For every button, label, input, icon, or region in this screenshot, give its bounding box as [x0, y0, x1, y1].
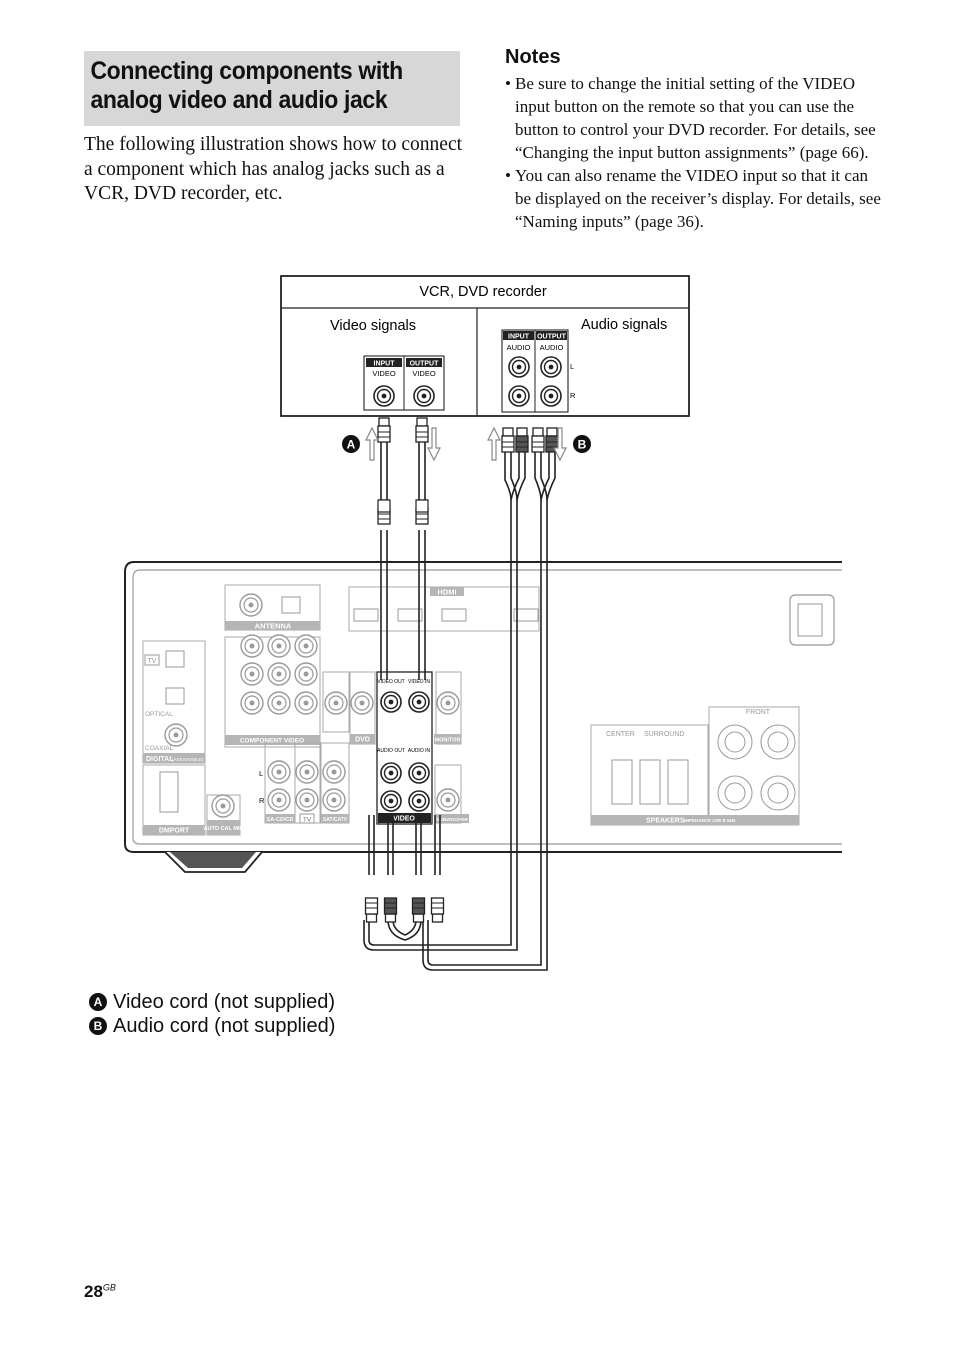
audio-out-r-jack	[540, 385, 562, 407]
legend-text-a: Video cord (not supplied)	[113, 991, 335, 1013]
notes-list: Be sure to change the initial setting of…	[505, 72, 885, 233]
video-section-label: VIDEO	[393, 816, 415, 823]
front-label: FRONT	[746, 709, 771, 716]
sa-cd-label: SA-CD/CD	[267, 817, 294, 823]
video-output-tag: OUTPUT	[410, 361, 440, 368]
audio-in-r-jack	[508, 385, 530, 407]
optical-label: OPTICAL	[145, 711, 173, 718]
legend-marker-b: B	[89, 1017, 107, 1035]
vcr-dvd-recorder-panel: VCR, DVD recorder Video signals Audio si…	[280, 275, 690, 417]
audio-out-label: AUDIO OUT	[377, 748, 405, 754]
audio-signals-label: Audio signals	[581, 317, 667, 333]
legend-text-b: Audio cord (not supplied)	[113, 1015, 336, 1037]
speakers-label: SPEAKERS	[646, 818, 685, 825]
svg-text:B: B	[578, 438, 587, 452]
cables	[363, 440, 556, 971]
dmport-label: DMPORT	[159, 828, 190, 835]
notes-block: Notes Be sure to change the initial sett…	[505, 44, 885, 233]
receiver-audio-in-l-jack	[408, 762, 430, 784]
digital-label: DIGITAL	[146, 756, 174, 763]
page-number-value: 28	[84, 1282, 103, 1301]
video-signals-label: Video signals	[330, 318, 416, 334]
video-jack-label: VIDEO	[372, 369, 396, 378]
page-number: 28GB	[84, 1282, 116, 1302]
digital-tv-label: TV	[148, 658, 157, 665]
audio-r-label: R	[570, 391, 576, 400]
auto-cal-mic-label: AUTO CAL MIC	[204, 826, 244, 832]
intro-paragraph: The following illustration shows how to …	[84, 134, 463, 204]
monitor-label: MONITOR	[435, 738, 461, 744]
connection-diagram: VCR, DVD recorder Video signals Audio si…	[124, 275, 842, 971]
subwoofer-label: SUBWOOFER	[436, 817, 468, 823]
marker-a: A	[342, 435, 360, 453]
surround-label: SURROUND	[644, 731, 684, 738]
legend: A Video cord (not supplied) B Audio cord…	[89, 990, 335, 1038]
svg-text:A: A	[347, 438, 356, 452]
video-out-jack	[413, 385, 435, 407]
marker-b: B	[573, 435, 591, 453]
hdmi-label: HDMI	[437, 588, 456, 597]
arrow-down-icon	[427, 427, 441, 462]
note-item: Be sure to change the initial setting of…	[505, 72, 885, 164]
audio-r-label: R	[259, 796, 265, 805]
coaxial-label: COAXIAL	[145, 745, 174, 752]
assignable-label: (ASSIGNABLE)	[172, 757, 204, 762]
notes-heading: Notes	[505, 46, 561, 68]
impedance-label: IMPEDANCE USE 8-16Ω	[684, 818, 736, 823]
video-jack-label: VIDEO	[412, 369, 436, 378]
video-plugs	[377, 417, 429, 525]
antenna-label: ANTENNA	[255, 622, 292, 631]
audio-jack-label: AUDIO	[507, 343, 531, 352]
receiver-rear-panel: ANTENNA HDMI TV OPTICAL COAXIAL DIGITAL …	[124, 561, 842, 873]
audio-output-tag: OUTPUT	[537, 334, 567, 341]
audio-jack-label: AUDIO	[540, 343, 564, 352]
sat-catv-label: SAT/CATV	[323, 817, 348, 823]
note-item: You can also rename the VIDEO input so t…	[505, 164, 885, 233]
center-label: CENTER	[606, 731, 635, 738]
legend-row-b: B Audio cord (not supplied)	[89, 1014, 335, 1038]
audio-tv-label: TV	[303, 817, 312, 824]
signal-arrows	[365, 426, 567, 462]
legend-row-a: A Video cord (not supplied)	[89, 990, 335, 1014]
component-video-label: COMPONENT VIDEO	[240, 738, 304, 745]
section-title: Connecting components with analog video …	[90, 57, 403, 114]
arrow-up-icon	[365, 426, 379, 461]
legend-marker-a: A	[89, 993, 107, 1011]
dvd-label: DVD	[355, 737, 370, 744]
audio-l-label: L	[570, 362, 574, 371]
receiver-audio-in-r-jack	[408, 790, 430, 812]
audio-input-tag: INPUT	[508, 334, 530, 341]
receiver-audio-out-l-jack	[380, 762, 402, 784]
video-in-jack	[373, 385, 395, 407]
video-in-label: VIDEO IN	[408, 679, 430, 685]
section-title-box: Connecting components with analog video …	[84, 51, 460, 126]
receiver-audio-out-r-jack	[380, 790, 402, 812]
arrow-down-icon	[553, 427, 567, 462]
arrow-up-icon	[487, 426, 501, 461]
video-out-label: VIDEO OUT	[377, 679, 405, 685]
receiver-video-in-jack	[408, 691, 430, 713]
page-number-suffix: GB	[102, 1282, 116, 1293]
audio-in-label: AUDIO IN	[408, 748, 431, 754]
video-input-tag: INPUT	[374, 361, 396, 368]
audio-in-l-jack	[508, 356, 530, 378]
receiver-video-out-jack	[380, 691, 402, 713]
audio-l-label: L	[259, 769, 263, 778]
device-label: VCR, DVD recorder	[419, 284, 546, 300]
audio-out-l-jack	[540, 356, 562, 378]
